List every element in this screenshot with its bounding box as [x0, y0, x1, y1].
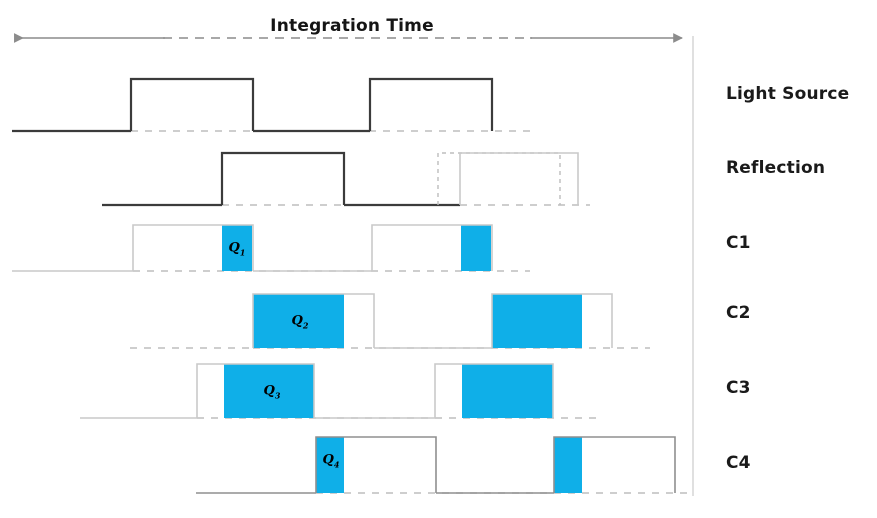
pulse-outline-c1-0	[132, 224, 254, 271]
pulse-outline-c3-0	[196, 363, 315, 418]
pulse-outline-c3-1	[434, 363, 554, 418]
pulse-outline-c4-0	[315, 436, 437, 493]
pulse-outline-c4-1	[553, 436, 676, 493]
row-label-c4: C4	[726, 453, 751, 473]
charge-fill-c1-1	[461, 225, 491, 271]
charge-fill-c2-1	[492, 294, 582, 348]
charge-fill-c3-1	[462, 364, 553, 418]
row-label-c1: C1	[726, 233, 751, 253]
row-label-c3: C3	[726, 378, 751, 398]
row-label-light-source: Light Source	[726, 84, 850, 104]
page-title: Integration Time	[270, 16, 434, 36]
pulse-outline-c2-1	[491, 293, 613, 348]
pulse-outline-c2-0	[252, 293, 375, 348]
charge-fill-c2-0	[253, 294, 344, 348]
charge-fill-c1-0	[222, 225, 252, 271]
charge-fill-c4-1	[554, 437, 582, 493]
row-label-c2: C2	[726, 303, 751, 323]
pulse-outline-reflection-0	[220, 151, 346, 205]
row-label-reflection: Reflection	[726, 158, 826, 178]
pulse-outline-light-source-1	[368, 77, 494, 131]
pulse-outline-reflection-1	[459, 152, 579, 205]
pulse-outline-c1-1	[371, 224, 493, 271]
pulse-outline-light-source-0	[129, 77, 255, 131]
charge-fill-c3-0	[224, 364, 314, 418]
ghost-pulse-reflection	[437, 152, 561, 205]
charge-fill-c4-0	[316, 437, 344, 493]
